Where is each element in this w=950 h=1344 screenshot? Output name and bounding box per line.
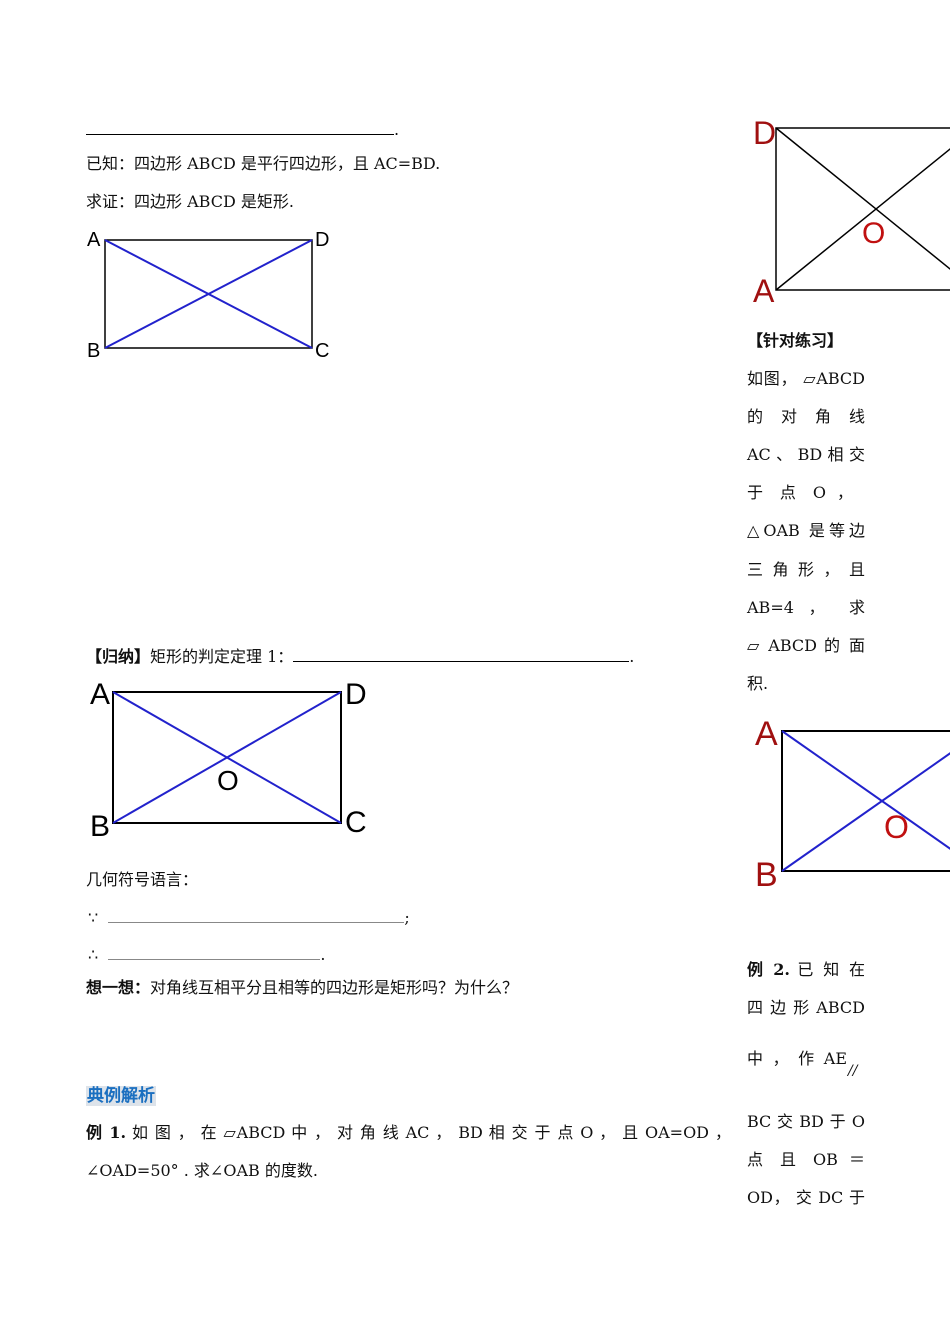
prove-statement: 求证：四边形 ABCD 是矩形. xyxy=(86,192,294,211)
rectangle xyxy=(781,730,950,872)
example1-tag: 例 1. xyxy=(86,1123,127,1142)
example1-line1: 例 1. 如 图 ， 在 ▱ABCD 中 ， 对 角 线 AC ， BD 相 交… xyxy=(86,1123,731,1143)
example2-text: 已 知 在 xyxy=(797,960,865,979)
practice-line: AC 、 BD 相 交 xyxy=(747,445,865,464)
practice-line: 的 对 角 线 xyxy=(747,407,865,426)
example1-text: 如 图 ， 在 ▱ABCD 中 ， 对 角 线 AC ， BD 相 交 于 点 … xyxy=(132,1123,731,1142)
rectangle-abcd xyxy=(112,691,342,824)
label-b: B xyxy=(755,856,778,894)
summary-blank[interactable] xyxy=(293,645,630,662)
right-figure-1: D A O xyxy=(753,115,950,309)
therefore-symbol: ∴ xyxy=(88,945,99,964)
example2-line: 四 边 形 ABCD xyxy=(747,998,865,1017)
label-d: D xyxy=(345,678,367,711)
label-a: A xyxy=(90,678,110,711)
period: . xyxy=(629,647,635,666)
figure-rectangle-1: A D B C xyxy=(87,229,329,362)
label-a: A xyxy=(753,273,775,309)
section-title: 典例解析 xyxy=(86,1086,156,1106)
label-a: A xyxy=(755,715,778,753)
practice-line: 如图， ▱ABCD xyxy=(747,369,865,388)
therefore-line: ∴ . xyxy=(88,943,325,965)
symbolic-title: 几何符号语言： xyxy=(86,870,199,889)
right-figure-2: A B O xyxy=(755,715,950,894)
because-blank[interactable] xyxy=(108,906,405,923)
diagonal-bd xyxy=(112,691,342,824)
practice-title: 【针对练习】 xyxy=(747,331,844,350)
summary-line: 【归纳】矩形的判定定理 1：. xyxy=(86,645,634,667)
period: . xyxy=(320,945,326,964)
practice-line: 积. xyxy=(747,674,769,693)
practice-line: ▱ ABCD 的 面 xyxy=(747,636,865,655)
example2-line: BC 交 BD 于 O xyxy=(747,1112,865,1131)
period: . xyxy=(394,120,400,139)
label-c: C xyxy=(315,340,329,362)
label-d: D xyxy=(753,115,776,151)
rectangle xyxy=(775,127,950,291)
practice-line: 于 点 O ， xyxy=(747,483,853,502)
label-a: A xyxy=(87,229,101,251)
practice-line: AB=4 ， 求 xyxy=(747,598,865,617)
label-b: B xyxy=(90,810,110,843)
answer-blank-line[interactable]: . xyxy=(86,118,399,140)
example1-line2: ∠OAD=50° . 求∠OAB 的度数. xyxy=(86,1161,318,1180)
example2-tag: 例 2. xyxy=(747,960,790,979)
label-d: D xyxy=(315,229,329,251)
summary-text: 矩形的判定定理 1： xyxy=(150,647,294,666)
example2-line: 中 ， 作 AE xyxy=(747,1049,847,1068)
semicolon: ; xyxy=(404,908,410,927)
diagonal xyxy=(781,752,950,872)
diagonal xyxy=(775,148,950,291)
example2-line: 点 且 OB ＝ xyxy=(747,1150,865,1169)
diagonal xyxy=(781,730,950,850)
think-tag: 想一想： xyxy=(86,978,151,997)
diagonal xyxy=(775,127,950,270)
practice-line: △OAB 是等边 xyxy=(747,521,865,540)
label-o: O xyxy=(217,765,239,796)
label-c: C xyxy=(345,806,367,839)
therefore-blank[interactable] xyxy=(108,943,321,960)
think-line: 想一想：对角线互相平分且相等的四边形是矩形吗？为什么？ xyxy=(86,978,518,998)
think-text: 对角线互相平分且相等的四边形是矩形吗？为什么？ xyxy=(150,978,519,997)
example2-line: 例 2. 已 知 在 xyxy=(747,960,865,980)
label-o: O xyxy=(884,809,909,845)
because-symbol: ∵ xyxy=(88,908,99,927)
practice-line: 三 角 形 ， 且 xyxy=(747,560,865,579)
figure-rectangle-2: A D B C O xyxy=(90,678,367,843)
because-line: ∵ ; xyxy=(88,906,410,928)
label-o: O xyxy=(862,217,885,250)
section-title-text: 典例解析 xyxy=(86,1086,156,1106)
rectangle-abcd xyxy=(104,239,313,349)
label-b: B xyxy=(87,340,100,362)
diagonal-bd xyxy=(104,239,313,349)
summary-tag: 【归纳】 xyxy=(86,647,151,666)
example2-line: OD， 交 DC 于 xyxy=(747,1188,865,1207)
parallel-symbol: // xyxy=(848,1063,858,1079)
given-statement: 已知：四边形 ABCD 是平行四边形，且 AC=BD. xyxy=(86,154,441,173)
